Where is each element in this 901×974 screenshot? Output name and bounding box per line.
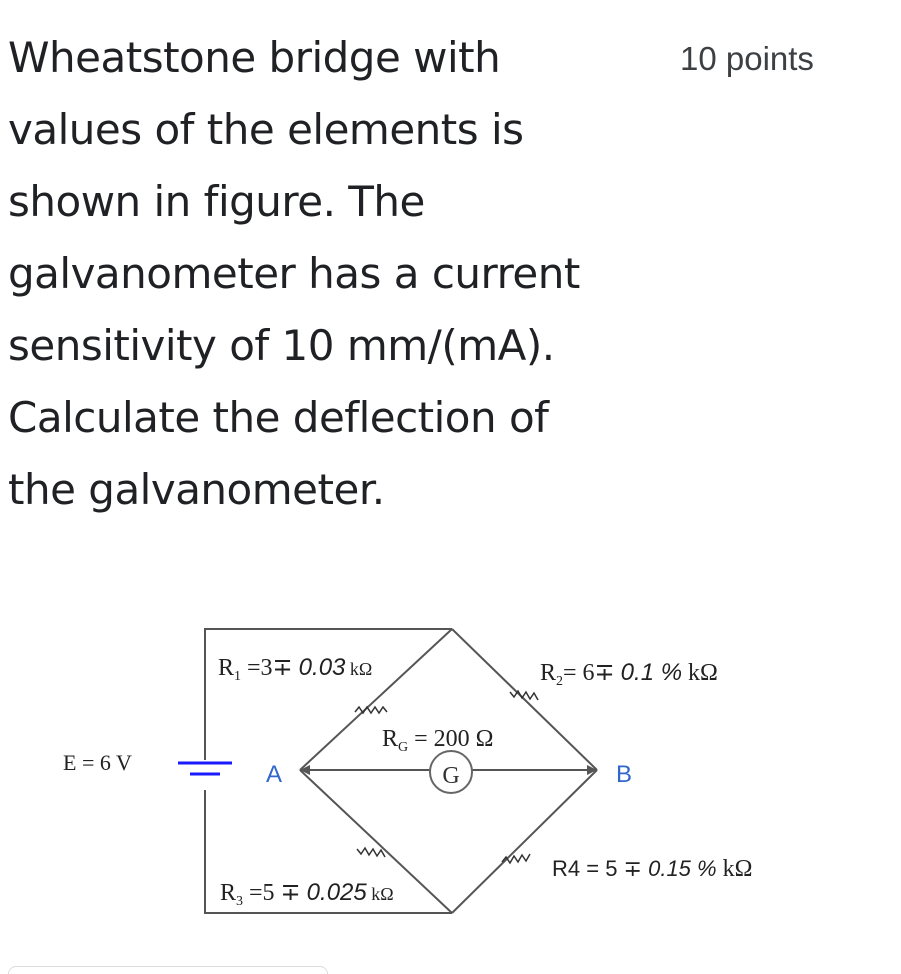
wheatstone-bridge-diagram: G E = 6 V A B R1 =3∓ 0.03 kΩ R2= 6∓ 0.1 … bbox=[63, 628, 752, 914]
r4-label: R4 = 5 ∓ 0.15 % kΩ bbox=[552, 856, 752, 882]
question-text: Wheatstone bridge with values of the ele… bbox=[8, 22, 648, 526]
galvanometer-icon bbox=[429, 750, 473, 794]
rg-label: RG = 200 Ω bbox=[382, 726, 494, 755]
resistor-r4-icon bbox=[501, 853, 531, 865]
battery-symbol bbox=[178, 761, 232, 776]
answer-input[interactable] bbox=[8, 966, 328, 974]
source-label: E = 6 V bbox=[63, 750, 132, 775]
question-line: Wheatstone bridge with bbox=[8, 33, 501, 82]
resistor-r1-icon bbox=[354, 705, 388, 715]
question-line: Calculate the deflection of bbox=[8, 393, 549, 442]
r2-label: R2= 6∓ 0.1 % kΩ bbox=[540, 659, 718, 689]
bridge-arms bbox=[299, 628, 598, 914]
points-label: 10 points bbox=[680, 40, 814, 77]
resistor-r3-icon bbox=[356, 846, 386, 858]
node-a-marker bbox=[300, 765, 310, 775]
question-line: shown in figure. The bbox=[8, 177, 425, 226]
circuit-wires bbox=[204, 628, 452, 914]
galvanometer-symbol: G bbox=[442, 763, 459, 789]
node-b-label: B bbox=[616, 761, 632, 788]
r1-label: R1 =3∓ 0.03 kΩ bbox=[218, 654, 372, 684]
question-line: sensitivity of 10 mm/(mA). bbox=[8, 321, 555, 370]
question-line: the galvanometer. bbox=[8, 465, 385, 514]
question-line: values of the elements is bbox=[8, 105, 524, 154]
r3-label: R3 =5 ∓ 0.025 kΩ bbox=[220, 879, 394, 909]
resistor-r2-icon bbox=[509, 689, 539, 701]
node-a-label: A bbox=[266, 761, 282, 788]
question-line: galvanometer has a current bbox=[8, 249, 580, 298]
node-b-marker bbox=[587, 765, 597, 775]
